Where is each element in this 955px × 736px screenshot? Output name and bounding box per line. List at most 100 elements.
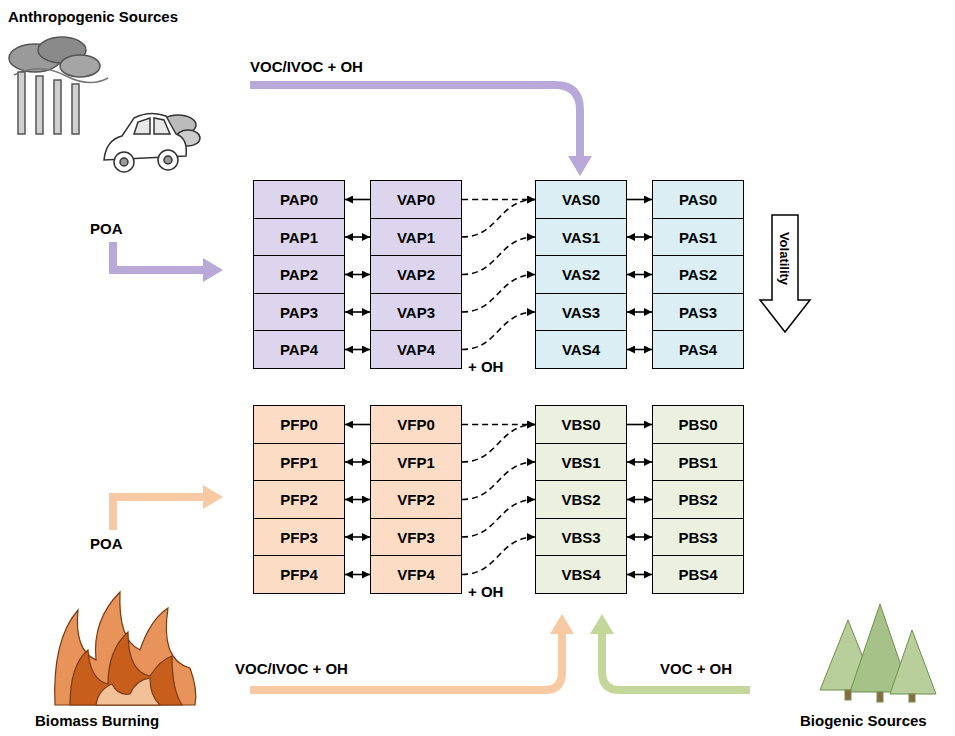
bin-label: PFP1 xyxy=(280,454,318,471)
bin-label: PAP2 xyxy=(280,266,318,283)
partition-arrow xyxy=(627,311,652,313)
fire-icon xyxy=(55,592,196,705)
partition-arrow xyxy=(345,461,370,463)
oxidation-arrow xyxy=(462,200,535,238)
volatility-bin-box: PAS3 xyxy=(652,293,744,332)
bin-label: VBS4 xyxy=(561,566,600,583)
volatility-bin-box: VAP2 xyxy=(370,255,462,294)
volatility-bin-box: PAS2 xyxy=(652,255,744,294)
volatility-bin-box: VFP0 xyxy=(370,405,462,444)
bin-label: PAP0 xyxy=(280,191,318,208)
partition-arrow xyxy=(627,499,652,501)
volatility-arrow xyxy=(760,215,810,332)
oxidation-arrow xyxy=(462,275,535,313)
partition-arrow xyxy=(345,424,370,426)
bin-label: PAS2 xyxy=(679,266,717,283)
partition-arrow xyxy=(627,274,652,276)
bin-label: PAP1 xyxy=(280,229,318,246)
bin-label: PAP4 xyxy=(280,341,318,358)
bin-label: PBS3 xyxy=(678,529,717,546)
bin-label: VAS0 xyxy=(562,191,600,208)
volatility-bin-box: VBS1 xyxy=(535,443,627,482)
volatility-bin-box: PBS0 xyxy=(652,405,744,444)
bin-label: PFP2 xyxy=(280,491,318,508)
volatility-bin-box: PBS3 xyxy=(652,518,744,557)
volatility-bin-box: PAS1 xyxy=(652,218,744,257)
volatility-bin-box: VAS2 xyxy=(535,255,627,294)
bin-label: VFP2 xyxy=(397,491,435,508)
oxidation-arrow xyxy=(462,312,535,350)
volatility-bin-box: PAP1 xyxy=(253,218,345,257)
volatility-bin-box: PFP1 xyxy=(253,443,345,482)
volatility-bin-box: VAS1 xyxy=(535,218,627,257)
volatility-bin-box: VAP4 xyxy=(370,330,462,369)
oxidation-arrow xyxy=(462,537,535,575)
volatility-bin-box: VBS3 xyxy=(535,518,627,557)
volatility-bin-box: PFP4 xyxy=(253,555,345,594)
volatility-bin-box: VAP0 xyxy=(370,180,462,219)
volatility-bin-box: VAS4 xyxy=(535,330,627,369)
partition-arrow xyxy=(627,349,652,351)
volatility-bin-box: PAP2 xyxy=(253,255,345,294)
partition-arrow xyxy=(345,499,370,501)
volatility-bin-box: VAP1 xyxy=(370,218,462,257)
trees-icon xyxy=(820,604,936,702)
volatility-bin-box: VBS2 xyxy=(535,480,627,519)
bin-label: PFP0 xyxy=(280,416,318,433)
partition-arrow xyxy=(345,536,370,538)
bin-label: VAS3 xyxy=(562,304,600,321)
bin-label: VFP3 xyxy=(397,529,435,546)
volatility-bin-box: PBS2 xyxy=(652,480,744,519)
bin-label: PAS4 xyxy=(679,341,717,358)
diagram-label: Anthropogenic Sources xyxy=(8,8,178,25)
volatility-bin-box: VAS3 xyxy=(535,293,627,332)
volatility-bin-box: PAP4 xyxy=(253,330,345,369)
volatility-bin-box: PBS4 xyxy=(652,555,744,594)
bin-label: VAS2 xyxy=(562,266,600,283)
bin-label: VFP0 xyxy=(397,416,435,433)
bin-label: PBS0 xyxy=(678,416,717,433)
bin-label: VBS3 xyxy=(561,529,600,546)
bin-label: PAP3 xyxy=(280,304,318,321)
partition-arrow xyxy=(627,199,652,201)
bin-label: VAP0 xyxy=(397,191,435,208)
bin-label: VAS1 xyxy=(562,229,600,246)
diagram-label: POA xyxy=(90,535,123,552)
bin-label: VFP4 xyxy=(397,566,435,583)
car-icon xyxy=(104,113,200,172)
bin-label: VBS1 xyxy=(561,454,600,471)
volatility-bin-box: PAP3 xyxy=(253,293,345,332)
bin-label: VFP1 xyxy=(397,454,435,471)
diagram-label: Volatility xyxy=(778,231,793,284)
bin-label: PAS0 xyxy=(679,191,717,208)
bin-label: PBS4 xyxy=(678,566,717,583)
diagram-label: Biogenic Sources xyxy=(800,712,927,729)
bin-label: PBS2 xyxy=(678,491,717,508)
volatility-bin-box: PFP0 xyxy=(253,405,345,444)
oxidation-arrow xyxy=(462,425,535,463)
volatility-bin-box: PAS0 xyxy=(652,180,744,219)
partition-arrow xyxy=(627,424,652,426)
volatility-bin-box: VFP4 xyxy=(370,555,462,594)
oxidation-arrow xyxy=(462,462,535,500)
partition-arrow xyxy=(627,236,652,238)
diagram-label: POA xyxy=(90,220,123,237)
volatility-bin-box: VFP3 xyxy=(370,518,462,557)
factory-icon xyxy=(9,37,108,134)
volatility-bin-box: PAP0 xyxy=(253,180,345,219)
bin-label: VAP2 xyxy=(397,266,435,283)
partition-arrow xyxy=(345,199,370,201)
bin-label: PAS3 xyxy=(679,304,717,321)
partition-arrow xyxy=(627,574,652,576)
diagram-label: + OH xyxy=(468,358,503,375)
volatility-bin-box: PAS4 xyxy=(652,330,744,369)
bin-label: VBS0 xyxy=(561,416,600,433)
diagram-label: VOC/IVOC + OH xyxy=(235,660,348,677)
bin-label: PBS1 xyxy=(678,454,717,471)
volatility-bin-box: VAP3 xyxy=(370,293,462,332)
bin-label: VAP1 xyxy=(397,229,435,246)
volatility-bin-box: PBS1 xyxy=(652,443,744,482)
volatility-bin-box: PFP3 xyxy=(253,518,345,557)
bin-label: VBS2 xyxy=(561,491,600,508)
volatility-bin-box: VAS0 xyxy=(535,180,627,219)
